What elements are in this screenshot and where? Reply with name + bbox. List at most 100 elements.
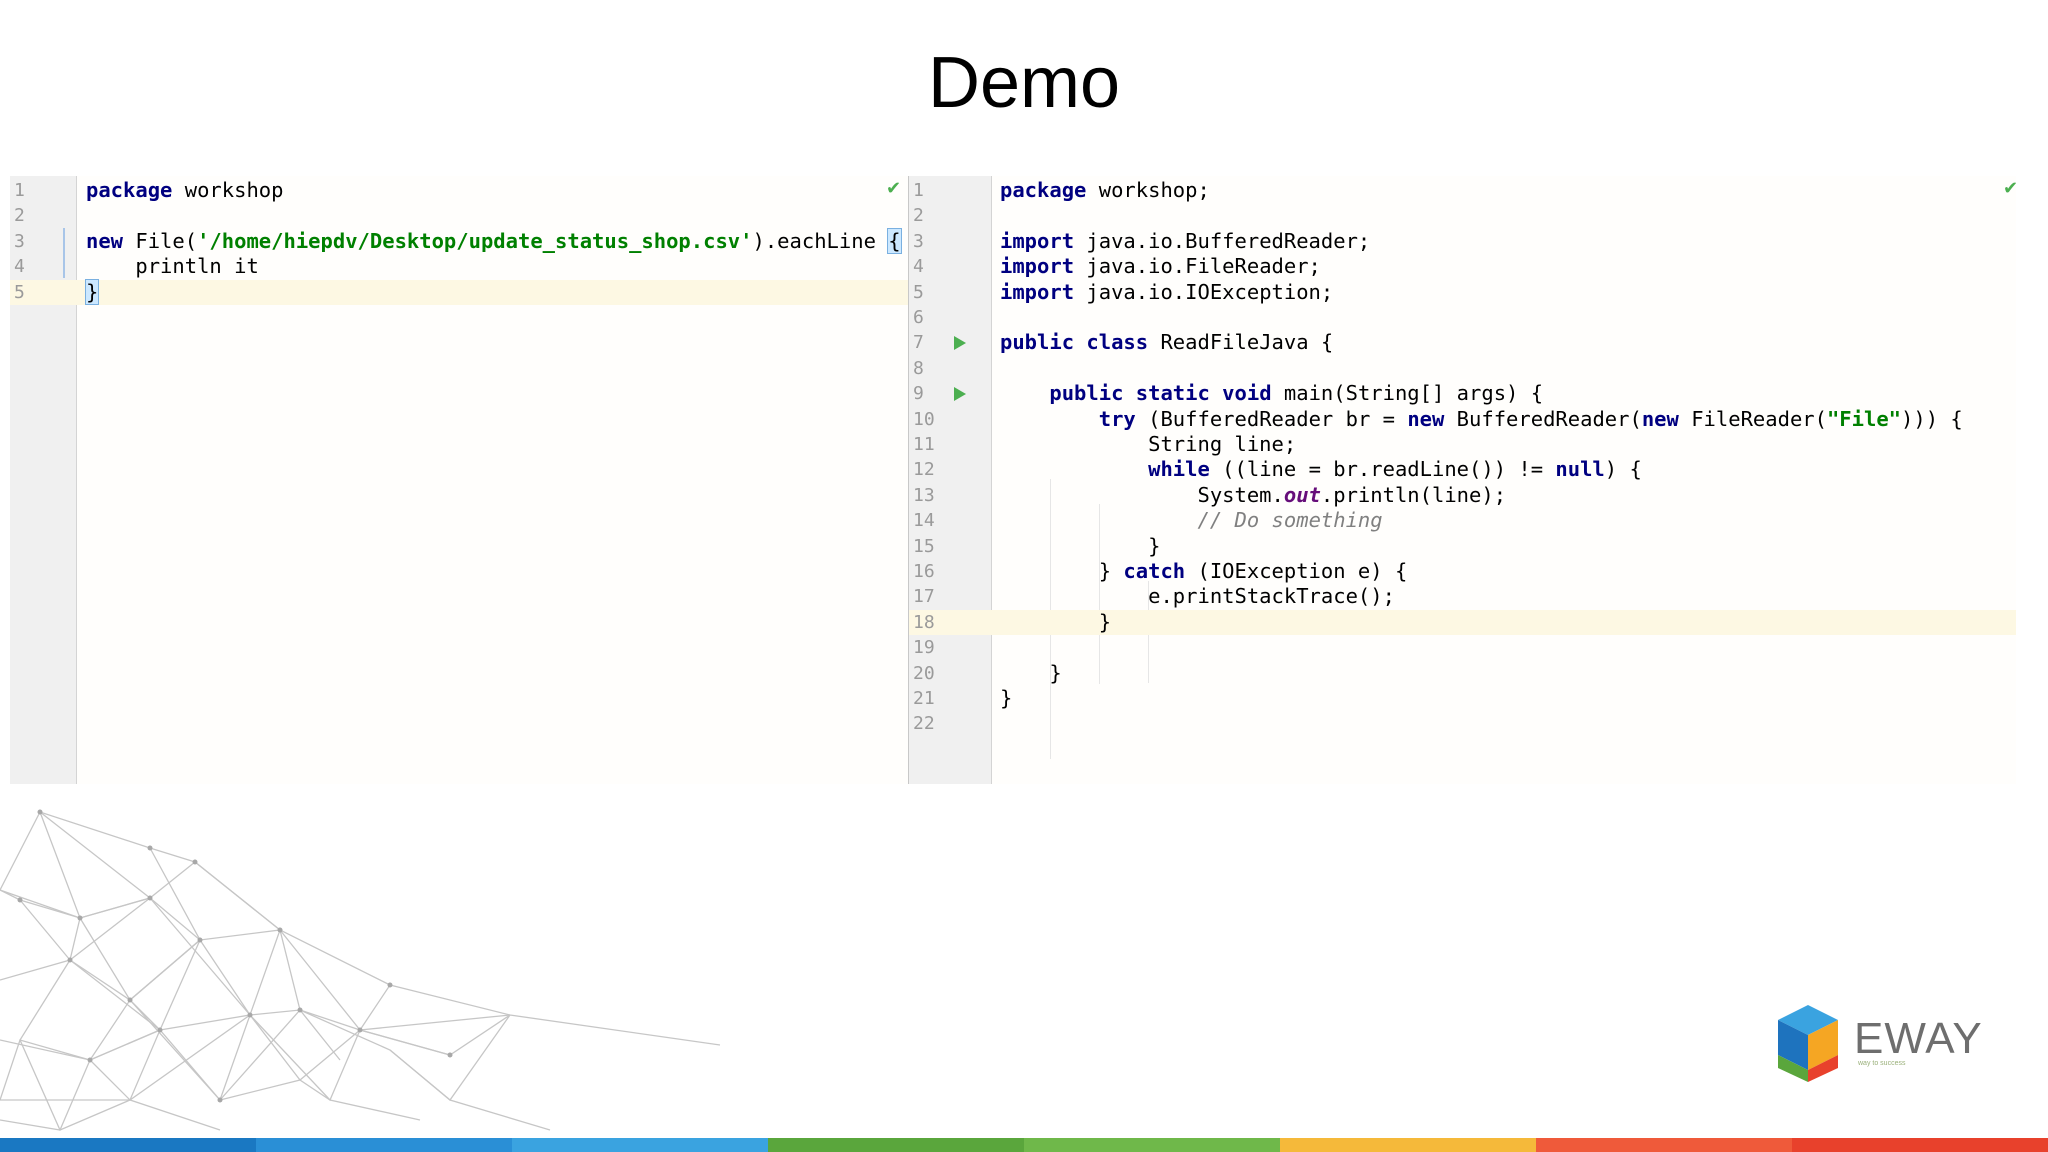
code-line[interactable]: 19 bbox=[909, 635, 2016, 660]
code-line[interactable]: 3 import java.io.BufferedReader; bbox=[909, 229, 2016, 254]
color-stripe-footer bbox=[0, 1138, 2048, 1152]
code-line[interactable]: 21} bbox=[909, 686, 2016, 711]
line-number: 21 bbox=[913, 688, 935, 709]
code-text: } bbox=[1000, 686, 1013, 710]
line-number: 1 bbox=[14, 180, 25, 201]
code-text: import java.io.BufferedReader; bbox=[1000, 228, 1371, 253]
pane-divider[interactable] bbox=[908, 176, 909, 784]
code-line[interactable]: 4 import java.io.FileReader; bbox=[909, 254, 2016, 279]
stripe-segment bbox=[0, 1138, 256, 1152]
stripe-segment bbox=[1280, 1138, 1536, 1152]
line-number: 5 bbox=[14, 281, 25, 303]
code-line[interactable]: 8 bbox=[909, 356, 2016, 381]
code-text: String line; bbox=[1000, 432, 1297, 456]
check-icon: ✔ bbox=[886, 178, 902, 199]
code-line[interactable]: 4 println it bbox=[10, 254, 908, 279]
code-line[interactable]: 2 bbox=[909, 203, 2016, 228]
code-text: } bbox=[1000, 660, 1062, 685]
code-line[interactable]: 5} bbox=[10, 278, 908, 305]
stripe-segment bbox=[1024, 1138, 1280, 1152]
code-line[interactable]: 15 } bbox=[909, 534, 2016, 559]
code-text: try (BufferedReader br = new BufferedRea… bbox=[1098, 406, 1963, 431]
stripe-segment bbox=[1792, 1138, 2048, 1152]
code-text: public static void main(String[] args) { bbox=[1049, 381, 1544, 406]
stripe-segment bbox=[512, 1138, 768, 1152]
code-text: } bbox=[1000, 609, 1112, 634]
code-text: import java.io.IOException; bbox=[1000, 279, 1334, 304]
line-number-gutter bbox=[909, 176, 992, 784]
cube-logo-icon bbox=[1778, 1005, 1838, 1082]
line-number: 2 bbox=[14, 205, 25, 227]
code-text: println it bbox=[86, 254, 259, 279]
slide-title: Demo bbox=[927, 43, 1121, 123]
line-number: 19 bbox=[913, 637, 935, 659]
code-line[interactable]: 5 import java.io.IOException; bbox=[909, 280, 2016, 305]
code-text: } bbox=[1000, 533, 1161, 558]
line-number: 10 bbox=[913, 408, 935, 430]
java-editor-pane[interactable]: 1 package workshop; 2 3 import java.io.Buffe… bbox=[909, 176, 2016, 784]
code-text: while ((line = br.readLine()) != null) { bbox=[1148, 457, 1642, 482]
line-number: 13 bbox=[913, 484, 935, 506]
stripe-segment bbox=[1536, 1138, 1792, 1152]
line-number-gutter bbox=[10, 176, 77, 784]
line-number: 3 bbox=[913, 230, 924, 252]
run-icon[interactable] bbox=[954, 336, 966, 351]
code-line[interactable]: 18 } bbox=[909, 609, 2016, 636]
stripe-segment bbox=[768, 1138, 1024, 1152]
code-text: package workshop; bbox=[1000, 178, 1210, 202]
line-number: 5 bbox=[913, 281, 924, 303]
indent-guide bbox=[1099, 504, 1100, 684]
line-number: 17 bbox=[913, 586, 935, 608]
code-line[interactable]: 3 new File('/home/hiepdv/Desktop/update_s… bbox=[10, 227, 908, 254]
line-number: 16 bbox=[913, 561, 935, 582]
code-text: } bbox=[84, 278, 100, 305]
code-line[interactable]: 2 bbox=[10, 203, 908, 228]
line-number: 4 bbox=[913, 256, 924, 278]
code-text: import java.io.FileReader; bbox=[1000, 254, 1321, 279]
network-mesh-decoration bbox=[0, 809, 721, 1131]
code-line[interactable]: 17 e.printStackTrace(); bbox=[909, 584, 2016, 609]
code-text: } catch (IOException e) { bbox=[1000, 559, 1408, 583]
code-line[interactable]: 10 try (BufferedReader br = new Buffered… bbox=[909, 407, 2016, 432]
code-text: System.out.println(line); bbox=[1000, 482, 1507, 507]
line-number: 12 bbox=[913, 459, 935, 481]
line-number: 2 bbox=[913, 205, 924, 227]
line-number: 14 bbox=[913, 510, 935, 532]
line-number: 7 bbox=[913, 332, 924, 354]
eway-logo: EWAY way to success bbox=[1768, 1000, 2008, 1090]
line-number: 4 bbox=[14, 256, 25, 278]
line-number: 9 bbox=[913, 383, 924, 405]
line-number: 8 bbox=[913, 357, 924, 379]
line-number: 22 bbox=[913, 713, 935, 735]
code-line[interactable]: 12 while ((line = br.readLine()) != null… bbox=[909, 457, 2016, 482]
code-text: e.printStackTrace(); bbox=[1000, 584, 1395, 609]
line-number: 6 bbox=[913, 307, 924, 328]
code-line[interactable]: 7 public class ReadFileJava { bbox=[909, 330, 2016, 355]
code-line[interactable]: 11 String line; bbox=[909, 432, 2016, 457]
check-icon: ✔ bbox=[2003, 178, 2016, 199]
code-line[interactable]: 20 } bbox=[909, 661, 2016, 686]
line-number: 20 bbox=[913, 662, 935, 684]
code-text: // Do something bbox=[1197, 508, 1383, 533]
line-number: 3 bbox=[14, 230, 25, 252]
code-line[interactable]: 14 // Do something bbox=[909, 508, 2016, 533]
code-line[interactable]: 6 bbox=[909, 305, 2016, 330]
groovy-editor-pane[interactable]: 1 package workshop 2 3 new File('/home/hiepd… bbox=[10, 176, 908, 784]
stripe-segment bbox=[256, 1138, 512, 1152]
line-number: 11 bbox=[913, 434, 935, 455]
code-text: public class ReadFileJava { bbox=[1000, 330, 1334, 355]
code-line[interactable]: 9 public static void main(String[] args)… bbox=[909, 381, 2016, 406]
line-number: 1 bbox=[913, 180, 924, 201]
logo-tagline: way to success bbox=[1858, 1060, 1906, 1067]
code-line[interactable]: 1 package workshop; bbox=[909, 178, 2016, 203]
code-text: new File('/home/hiepdv/Desktop/update_st… bbox=[86, 227, 902, 254]
code-line[interactable]: 22 bbox=[909, 711, 2016, 736]
logo-wordmark: EWAY bbox=[1854, 1014, 1983, 1063]
line-number: 15 bbox=[913, 535, 935, 557]
line-number: 18 bbox=[913, 611, 935, 633]
code-line[interactable]: 1 package workshop bbox=[10, 178, 908, 203]
run-icon[interactable] bbox=[954, 387, 966, 402]
code-line[interactable]: 16 } catch (IOException e) { bbox=[909, 559, 2016, 584]
code-line[interactable]: 13 System.out.println(line); bbox=[909, 483, 2016, 508]
code-text: package workshop bbox=[86, 178, 284, 202]
